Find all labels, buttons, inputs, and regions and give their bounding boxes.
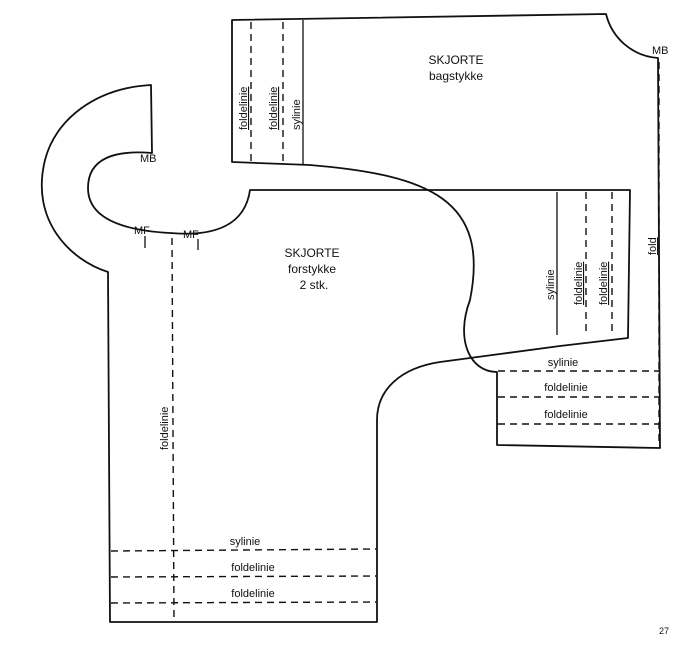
front-center-fold-line (171, 237, 175, 623)
front-hem-label-3: foldelinie (231, 588, 274, 600)
front-hem-line-3 (110, 601, 377, 604)
front-piece-subtitle: forstykke (288, 262, 336, 276)
back-hem-label-1: sylinie (548, 357, 579, 369)
back-piece-outline (231, 13, 661, 449)
back-left-line-label-3: sylinie (291, 99, 303, 130)
back-left-line-label-2: foldelinie (268, 87, 280, 130)
back-fold-label: fold (647, 237, 659, 255)
front-center-mark-2: MF (183, 229, 199, 241)
front-center-line-label: foldelinie (159, 407, 171, 450)
back-shoulder-mark: MB (652, 45, 669, 57)
front-piece: sylinie foldelinie foldelinie MB MF MF f… (40, 84, 631, 623)
back-hem-label-3: foldelinie (544, 409, 587, 421)
front-neck-mark: MB (140, 153, 157, 165)
front-hem-label-1: sylinie (230, 536, 261, 548)
page-number: 27 (659, 626, 669, 636)
front-piece-title: SKJORTE (284, 246, 339, 260)
back-left-line-label-1: foldelinie (238, 87, 250, 130)
back-sleeve-label-1: sylinie (545, 269, 557, 300)
front-hem-label-2: foldelinie (231, 562, 274, 574)
back-sleeve-label-2: foldelinie (573, 262, 585, 305)
front-center-mark-1: MF (134, 225, 150, 237)
back-piece-title: SKJORTE (428, 53, 483, 67)
front-piece-outline (40, 84, 631, 623)
back-piece: foldelinie foldelinie sylinie SKJORTE ba… (231, 13, 669, 449)
back-hem-label-2: foldelinie (544, 382, 587, 394)
back-piece-subtitle: bagstykke (429, 69, 483, 83)
back-sleeve-label-3: foldelinie (598, 262, 610, 305)
front-hem-line-2 (110, 575, 377, 578)
front-piece-quantity: 2 stk. (300, 278, 329, 292)
front-hem-line-1 (110, 548, 377, 552)
